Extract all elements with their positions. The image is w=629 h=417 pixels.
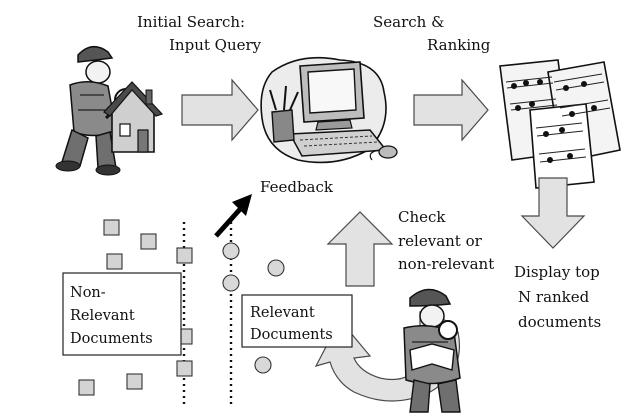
non-relevant-doc-square — [176, 247, 193, 264]
detective-house-icon — [55, 46, 164, 176]
display-label-line1: Display top — [514, 263, 600, 281]
non-relevant-doc-square — [106, 253, 123, 270]
relevant-doc-circle — [222, 274, 240, 292]
non-relevant-doc-square — [176, 360, 193, 377]
non-relevant-doc-square — [140, 233, 157, 250]
non-relevant-doc-square — [103, 219, 120, 236]
arrow-to-display — [520, 177, 586, 249]
check-label-line2: relevant or — [398, 232, 483, 250]
detective-reading-icon — [403, 288, 461, 413]
relevant-doc-circle — [267, 259, 285, 277]
relevant-box-line2: Documents — [250, 327, 333, 343]
non-relevant-box-line3: Documents — [70, 331, 153, 347]
initial-search-label-line1: Initial Search: — [137, 13, 245, 31]
music-sheets-documents-icon — [499, 59, 621, 189]
non-relevant-doc-square — [78, 379, 95, 396]
display-label-line3: documents — [518, 313, 601, 331]
non-relevant-doc-square — [126, 373, 143, 390]
initial-search-label-line2: Input Query — [169, 36, 262, 54]
relevant-box-line1: Relevant — [250, 305, 315, 321]
relevant-documents-box — [241, 294, 353, 348]
arrow-to-results — [413, 78, 489, 142]
search-ranking-label-line2: Ranking — [427, 36, 491, 54]
non-relevant-documents-box — [62, 272, 182, 356]
check-label-line3: non-relevant — [398, 255, 494, 273]
arrow-to-feedback — [326, 211, 394, 287]
non-relevant-box-line2: Relevant — [70, 308, 135, 324]
check-label-line1: Check — [398, 208, 446, 226]
feedback-arrow — [214, 194, 252, 238]
relevant-doc-circle — [222, 242, 240, 260]
relevant-doc-circle — [254, 356, 272, 374]
search-ranking-label-line1: Search & — [373, 13, 444, 31]
computer-icon — [260, 56, 398, 164]
feedback-label: Feedback — [260, 178, 334, 196]
display-label-line2: N ranked — [518, 288, 590, 306]
arrow-to-search — [181, 78, 259, 142]
non-relevant-box-line1: Non- — [70, 285, 106, 301]
